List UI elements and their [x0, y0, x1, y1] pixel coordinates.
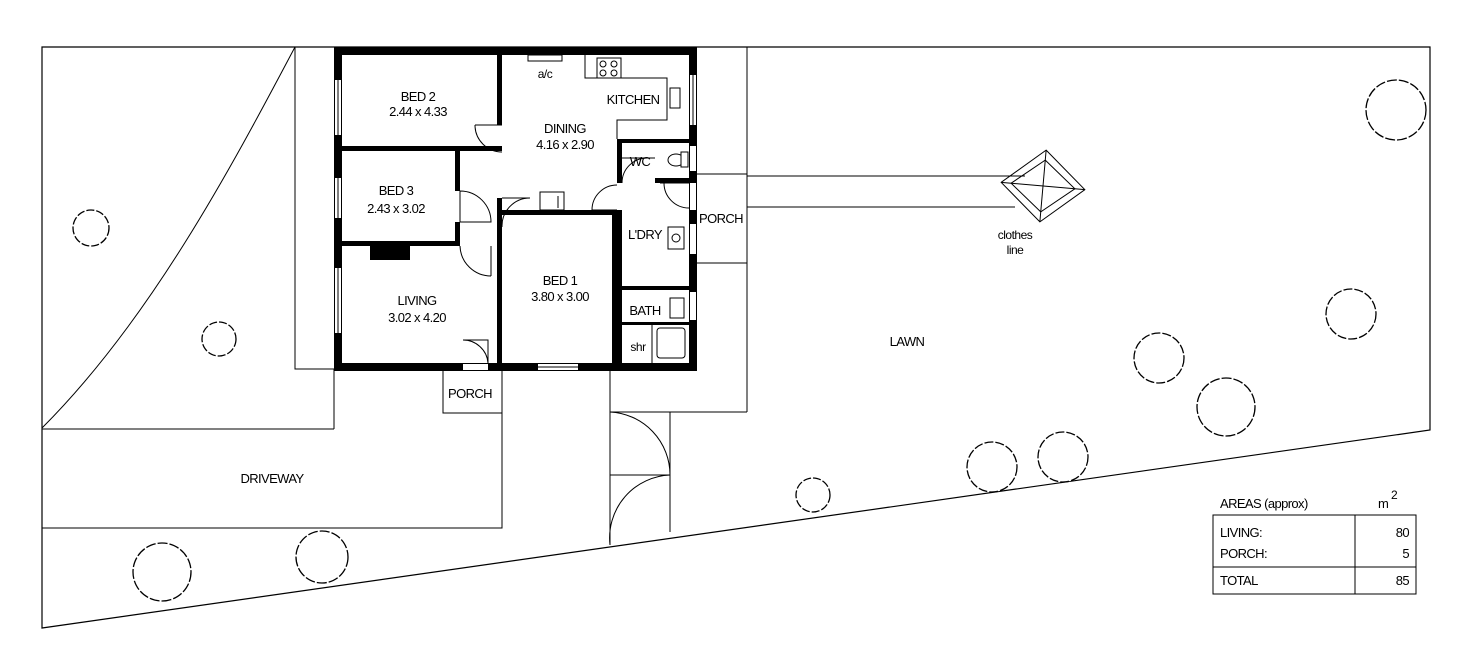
kitchen-fittings	[527, 54, 681, 211]
bath-label: BATH	[629, 303, 661, 318]
areas-row-porch-value: 5	[1402, 546, 1409, 561]
clothesline-label-2: line	[1007, 243, 1025, 257]
bed1-name: BED 1	[543, 273, 578, 288]
living-dims: 3.02 x 4.20	[388, 310, 446, 325]
side-path	[294, 47, 334, 370]
wc-label: WC	[630, 154, 651, 169]
wet-area-fittings	[651, 151, 689, 363]
laundry-label: L'DRY	[628, 227, 663, 242]
lawn-label: LAWN	[890, 334, 925, 349]
kitchen-label: KITCHEN	[607, 92, 660, 107]
living-name: LIVING	[397, 293, 437, 308]
gate-leaf-lower	[609, 474, 671, 546]
rear-path	[609, 369, 747, 413]
areas-unit: m	[1378, 496, 1388, 511]
gate-leaf-upper	[609, 411, 671, 476]
bed3-dims: 2.43 x 3.02	[367, 201, 425, 216]
front-porch-label: PORCH	[448, 386, 492, 401]
areas-total-label: TOTAL	[1220, 573, 1258, 588]
bed2-name: BED 2	[401, 89, 436, 104]
areas-table: AREAS (approx) m 2 LIVING: 80 PORCH: 5 T…	[1212, 488, 1417, 595]
bed2-dims: 2.44 x 4.33	[389, 104, 447, 119]
bed1-dims: 3.80 x 3.00	[531, 289, 589, 304]
areas-total-value: 85	[1396, 573, 1410, 588]
dining-name: DINING	[544, 121, 586, 136]
dining-dims: 4.16 x 2.90	[536, 137, 594, 152]
areas-row-living-value: 80	[1396, 525, 1410, 540]
areas-title: AREAS (approx)	[1220, 496, 1308, 511]
side-porch-label: PORCH	[699, 211, 743, 226]
ac-label: a/c	[538, 67, 553, 81]
clothesline-label-1: clothes	[998, 228, 1033, 242]
garden-curve	[41, 46, 296, 429]
areas-unit-sup: 2	[1391, 488, 1398, 502]
clothesline	[1000, 149, 1086, 223]
areas-row-living-label: LIVING:	[1220, 525, 1262, 540]
trees	[72, 79, 1427, 602]
driveway-label: DRIVEWAY	[240, 471, 304, 486]
areas-row-porch-label: PORCH:	[1220, 546, 1267, 561]
bed3-name: BED 3	[379, 183, 414, 198]
openings	[335, 75, 696, 370]
shower-label: shr	[630, 340, 646, 354]
door-swings	[459, 124, 690, 364]
driveway-outline	[42, 413, 503, 529]
site-boundary	[41, 46, 1431, 629]
